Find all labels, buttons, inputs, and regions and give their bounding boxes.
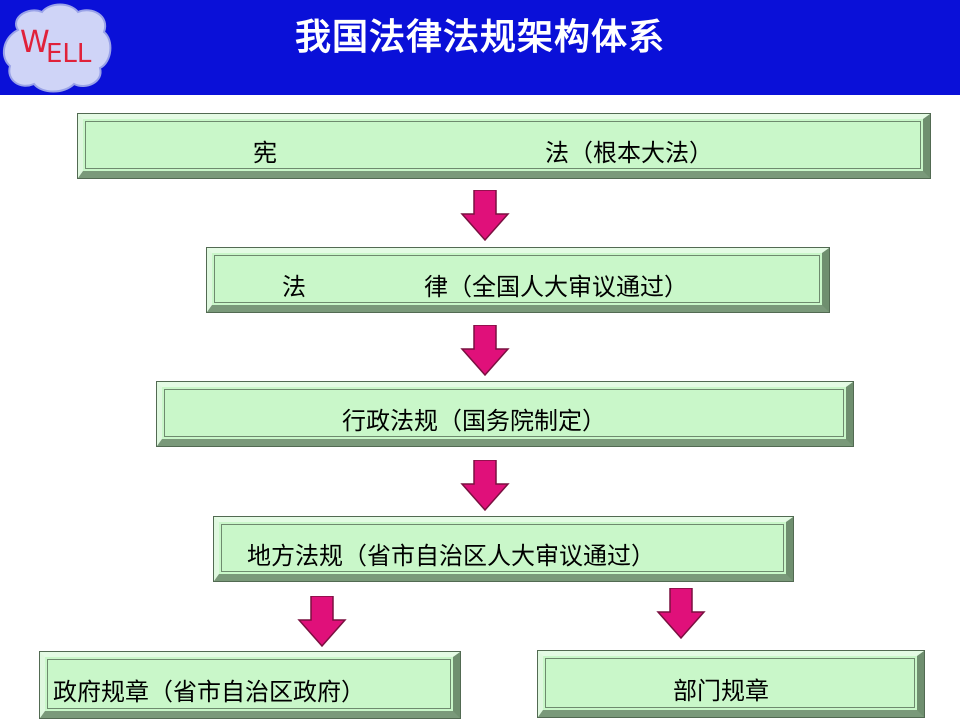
box-inner-border bbox=[85, 121, 921, 169]
box-constitution: 宪 法（根本大法） bbox=[77, 113, 931, 179]
law-label-right: 律（全国人大审议通过） bbox=[424, 273, 688, 301]
constitution-label-right: 法（根本大法） bbox=[545, 139, 713, 167]
law-label-left: 法 bbox=[282, 273, 306, 301]
box-inner-border bbox=[47, 659, 451, 709]
constitution-label-left: 宪 bbox=[253, 139, 277, 167]
box-law: 法 律（全国人大审议通过） bbox=[206, 247, 830, 313]
logo-ell: ELL bbox=[46, 39, 92, 69]
local-regulation-label: 地方法规（省市自治区人大审议通过） bbox=[247, 542, 655, 570]
arrow-down-icon bbox=[297, 596, 347, 648]
admin-regulation-label: 行政法规（国务院制定） bbox=[342, 407, 606, 435]
arrow-down-icon bbox=[460, 190, 510, 242]
arrow-down-icon bbox=[656, 588, 706, 640]
box-inner-border bbox=[221, 524, 784, 572]
arrow-down-icon bbox=[460, 460, 510, 512]
box-local-regulation: 地方法规（省市自治区人大审议通过） bbox=[213, 516, 794, 582]
box-gov-rules: 政府规章（省市自治区政府） bbox=[39, 651, 461, 719]
box-inner-border bbox=[164, 389, 844, 437]
gov-rules-label: 政府规章（省市自治区政府） bbox=[53, 678, 365, 706]
box-admin-regulation: 行政法规（国务院制定） bbox=[156, 381, 854, 447]
arrow-down-icon bbox=[460, 325, 510, 377]
box-inner-border bbox=[214, 255, 820, 303]
logo-w: W bbox=[20, 25, 50, 60]
box-dept-rules: 部门规章 bbox=[537, 650, 925, 718]
well-logo-icon: W ELL bbox=[2, 3, 112, 93]
box-inner-border bbox=[545, 658, 915, 708]
page-title: 我国法律法规架构体系 bbox=[294, 17, 665, 58]
header-bar: W ELL 我国法律法规架构体系 bbox=[0, 0, 960, 95]
dept-rules-label: 部门规章 bbox=[673, 677, 769, 705]
